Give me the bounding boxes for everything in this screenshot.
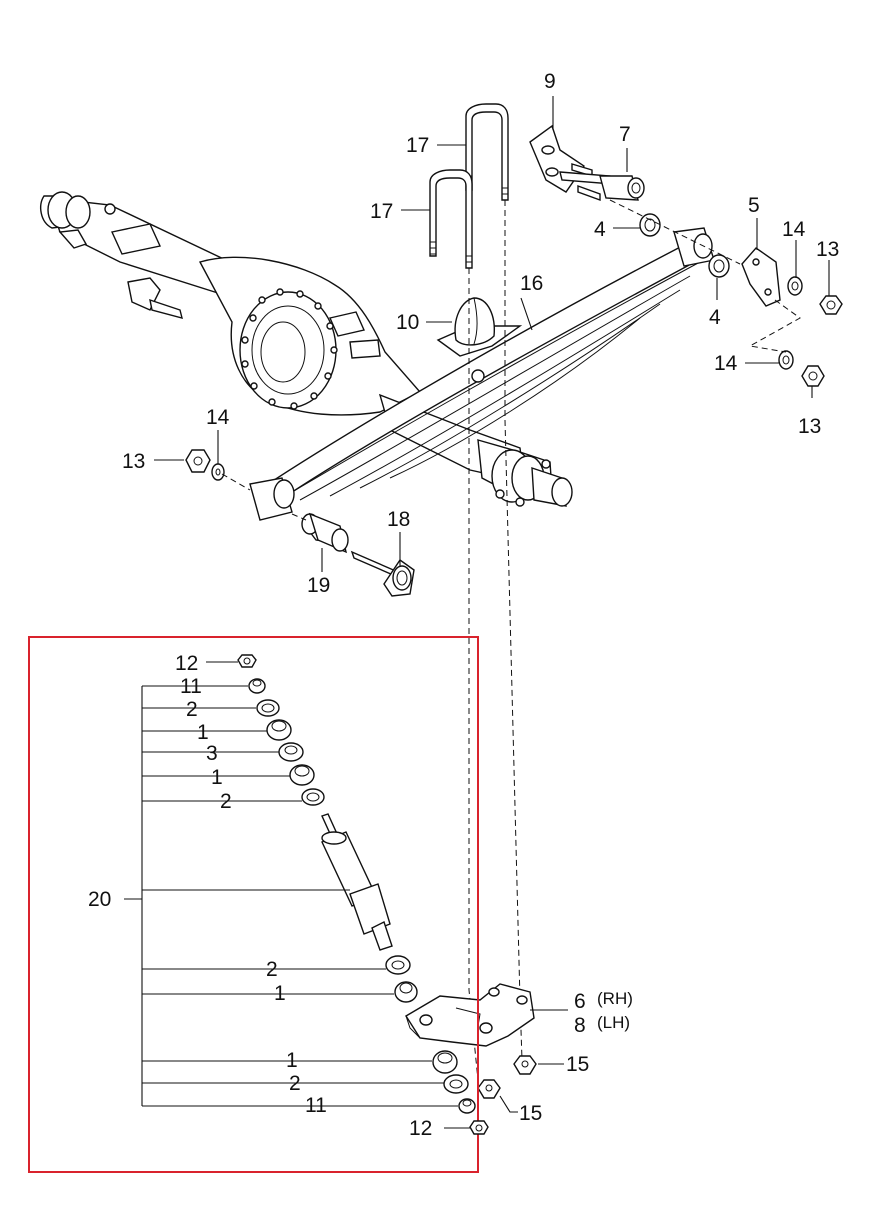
callout-12-upper: 12 — [175, 652, 198, 675]
shock-washer-11-lower — [458, 1098, 476, 1114]
callout-14-upper: 14 — [782, 218, 806, 241]
shock-bushing-1-b — [289, 764, 315, 786]
shackle-bracket — [529, 124, 601, 201]
shock-bushing-1-a — [266, 719, 292, 741]
callout-8: 8 — [574, 1014, 586, 1037]
callout-13-front: 13 — [122, 450, 145, 473]
shock-absorber-kit-box — [28, 636, 479, 1173]
washer-4-upper — [639, 213, 661, 237]
callout-1-b: 1 — [211, 766, 223, 789]
u-bolt-lower — [429, 169, 473, 269]
leader-lines — [124, 96, 830, 1129]
washer-4-lower — [708, 254, 730, 278]
front-spring-pin — [350, 550, 415, 597]
front-bushing — [301, 512, 349, 554]
nut-15-left — [477, 1079, 501, 1099]
nut-13-front — [185, 449, 211, 473]
callout-2-c: 2 — [266, 958, 278, 981]
callout-labels: 9 7 17 17 4 4 5 14 13 16 10 14 13 14 13 … — [88, 70, 839, 1140]
shock-absorber-body — [321, 813, 393, 951]
shock-nut-12-lower — [469, 1120, 489, 1135]
housing-bolt-ring — [241, 288, 338, 410]
leaf-spring — [249, 227, 715, 521]
callout-6: 6 — [574, 990, 586, 1013]
nut-15-right — [513, 1055, 537, 1075]
shock-bushing-1-d — [432, 1050, 458, 1074]
callout-20: 20 — [88, 888, 111, 911]
callout-17-upper: 17 — [406, 134, 429, 157]
callout-16: 16 — [520, 272, 543, 295]
callout-6-side: (RH) — [597, 989, 633, 1008]
shock-bushing-1-c — [394, 981, 418, 1003]
callout-11-lower: 11 — [305, 1094, 327, 1117]
callout-9: 9 — [544, 70, 556, 93]
shackle-pin — [559, 171, 645, 201]
callout-12-lower: 12 — [409, 1117, 432, 1140]
callout-14-front: 14 — [206, 406, 230, 429]
shock-washer-2-a — [256, 699, 280, 717]
shock-washer-3 — [278, 742, 304, 762]
callout-7: 7 — [619, 123, 631, 146]
callout-5: 5 — [748, 194, 760, 217]
callout-14-lower: 14 — [714, 352, 738, 375]
callout-2-a: 2 — [186, 698, 198, 721]
callout-3: 3 — [206, 742, 218, 765]
shock-washer-2-d — [443, 1074, 469, 1094]
callout-2-b: 2 — [220, 790, 232, 813]
spring-washer-front — [211, 463, 225, 481]
callout-4-upper: 4 — [594, 218, 606, 241]
callout-19: 19 — [307, 574, 330, 597]
callout-1-d: 1 — [286, 1049, 298, 1072]
rear-axle-housing — [40, 191, 573, 507]
spring-washer-upper — [787, 276, 803, 296]
callout-10: 10 — [396, 311, 419, 334]
callout-4-lower: 4 — [709, 306, 721, 329]
shackle-plate — [741, 247, 781, 307]
shock-washer-11-upper — [248, 678, 266, 694]
spring-washer-lower — [778, 350, 794, 370]
callout-17-lower: 17 — [370, 200, 393, 223]
callout-11-upper: 11 — [180, 675, 202, 698]
spring-seat-plate — [405, 983, 535, 1047]
callout-1-c: 1 — [274, 982, 286, 1005]
callout-13-upper: 13 — [816, 238, 839, 261]
callout-13-lower: 13 — [798, 415, 821, 438]
callout-18: 18 — [387, 508, 410, 531]
shock-washer-2-b — [301, 788, 325, 806]
bump-stopper — [436, 297, 523, 357]
nut-13-lower — [801, 365, 825, 387]
shock-nut-12-upper — [237, 654, 257, 668]
callout-1-a: 1 — [197, 721, 209, 744]
callout-15-right: 15 — [566, 1053, 589, 1076]
callout-8-side: (LH) — [597, 1013, 630, 1032]
nut-13-upper — [819, 295, 843, 315]
callout-15-left: 15 — [519, 1102, 542, 1125]
callout-2-d: 2 — [289, 1072, 301, 1095]
shock-washer-2-c — [385, 955, 411, 975]
